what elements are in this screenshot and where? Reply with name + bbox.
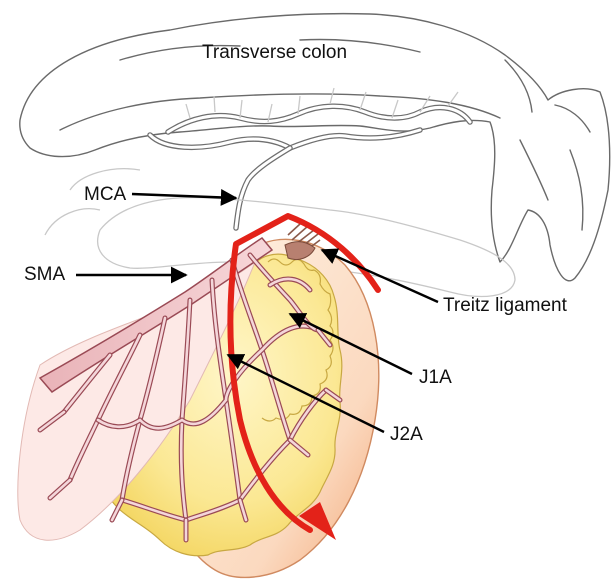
label-transverse-colon: Transverse colon: [202, 42, 347, 63]
label-treitz-ligament: Treitz ligament: [443, 295, 568, 316]
label-j1a: J1A: [419, 367, 452, 388]
label-sma: SMA: [24, 264, 66, 285]
label-j2a: J2A: [390, 424, 423, 445]
label-mca: MCA: [84, 184, 127, 205]
